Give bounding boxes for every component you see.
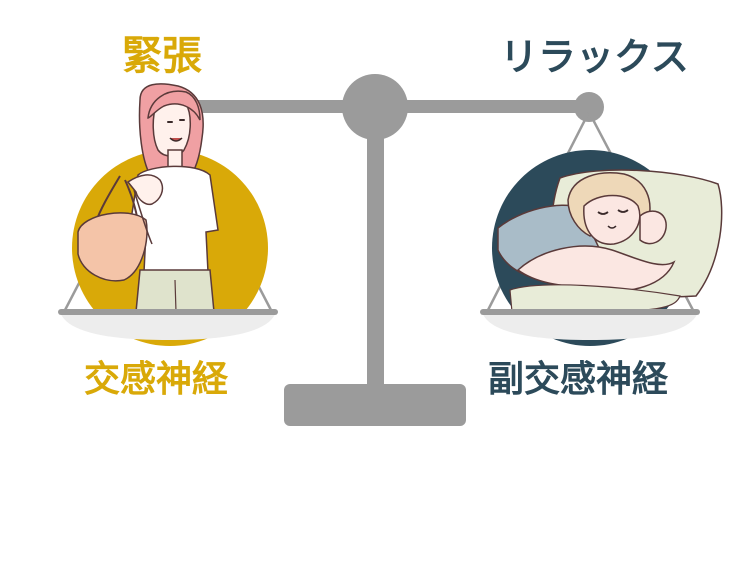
relax-label: リラックス <box>500 35 689 79</box>
left-pan-rim <box>58 309 278 315</box>
right-beam-knob <box>574 92 604 122</box>
scale-pivot <box>342 74 408 140</box>
right-scale-pan <box>482 312 698 340</box>
parasympathetic-nerve-label: 副交感神経 <box>488 359 669 400</box>
tension-label: 緊張 <box>122 33 202 79</box>
scale-pillar <box>367 108 384 393</box>
sleeping-woman-illustration <box>497 169 723 313</box>
left-scale-pan <box>60 312 276 340</box>
sympathetic-nerve-label: 交感神経 <box>84 359 229 400</box>
tense-woman-illustration <box>77 83 219 313</box>
right-pan-rim <box>480 309 700 315</box>
scale-base <box>284 384 466 426</box>
